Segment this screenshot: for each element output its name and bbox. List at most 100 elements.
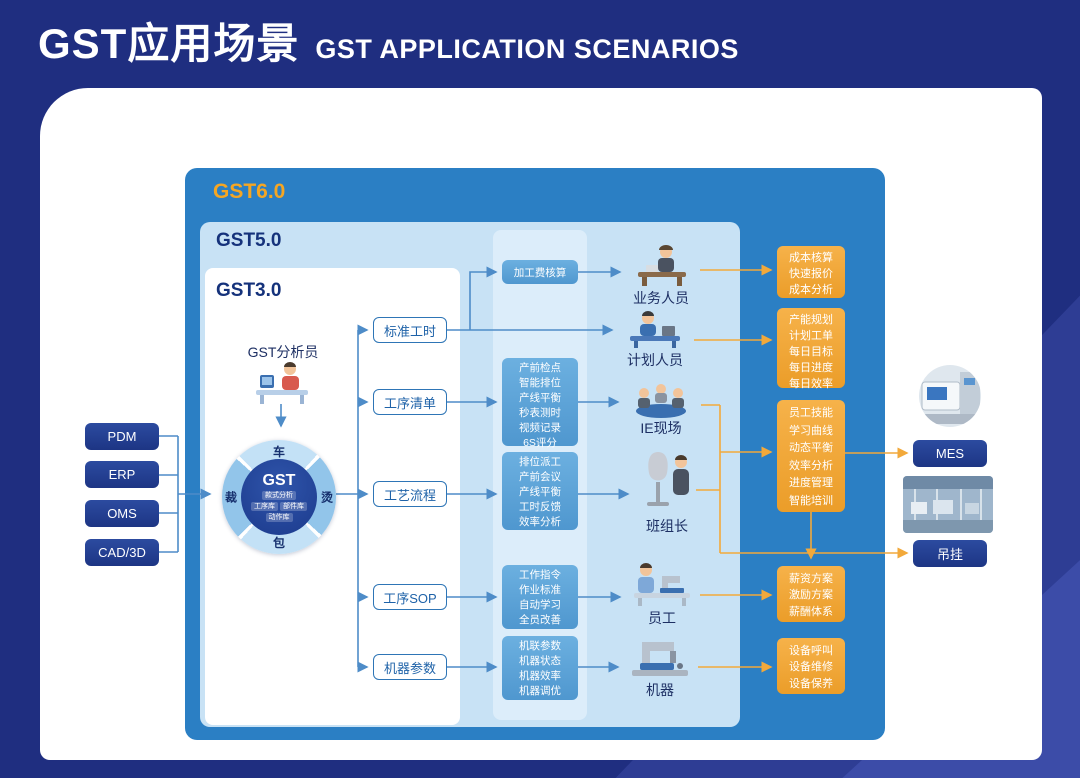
benefit-item: 快速报价 — [789, 268, 833, 280]
mes-photo — [918, 364, 982, 428]
benefit-item: 每日效率 — [789, 378, 833, 390]
mes-button[interactable]: MES — [913, 440, 987, 467]
page-title-zh: GST应用场景 — [38, 20, 300, 67]
processing-fee-box: 加工费核算 — [502, 260, 578, 284]
detail-item: 产线平衡 — [519, 486, 561, 498]
gst-wheel: GST 款式分析 工序库 部件库 动作库 车 烫 包 裁 — [222, 440, 336, 554]
ring-label-cut: 裁 — [225, 490, 238, 505]
ie-team-icon — [636, 384, 686, 418]
detail-item: 排位派工 — [519, 456, 561, 468]
business-person-icon — [638, 245, 686, 286]
output-button-standard-time[interactable]: 标准工时 — [373, 317, 447, 343]
output-button-process-list[interactable]: 工序清单 — [373, 389, 447, 415]
process-flow-detail-box: 排位派工 产前会议 产线平衡 工时反馈 效率分析 — [502, 452, 578, 530]
input-button-erp[interactable]: ERP — [85, 461, 159, 488]
detail-item: 视频记录 — [519, 422, 561, 434]
cost-benefit-box: 成本核算 快速报价 成本分析 — [777, 246, 845, 298]
worker-icon — [634, 563, 690, 606]
hanging-system-photo — [903, 476, 993, 533]
pdm-label: PDM — [107, 429, 137, 444]
process-list-detail-box: 产前检点 智能排位 产线平衡 秒表测时 视频记录 6S评分 — [502, 358, 578, 449]
benefit-item: 员工技能 — [789, 407, 833, 420]
benefit-item: 成本分析 — [789, 284, 833, 296]
wheel-item-motion-lib: 动作库 — [265, 512, 293, 522]
gst5-version-label: GST5.0 — [216, 230, 282, 251]
page-title-en: GST APPLICATION SCENARIOS — [315, 34, 739, 64]
analyst-icon — [256, 362, 308, 404]
detail-item: 秒表测时 — [519, 407, 561, 419]
machine-icon — [632, 642, 688, 676]
detail-item: 机器调优 — [519, 685, 561, 697]
benefit-item: 设备保养 — [789, 677, 833, 690]
ring-label-iron: 烫 — [320, 490, 333, 505]
output-button-process-flow[interactable]: 工艺流程 — [373, 481, 447, 507]
sop-detail-box: 工作指令 作业标准 自动学习 全员改善 — [502, 565, 578, 629]
gst-wheel-title: GST — [262, 471, 296, 489]
machine-params-label: 机器参数 — [383, 660, 436, 676]
detail-item: 机器效率 — [519, 670, 561, 682]
role-label-worker: 员工 — [648, 610, 676, 626]
analyst-label: GST分析员 — [247, 344, 319, 360]
role-label-team-leader: 班组长 — [646, 518, 688, 534]
ie-benefit-box: 员工技能 学习曲线 动态平衡 效率分析 进度管理 智能培训 — [777, 400, 845, 512]
output-button-machine-params[interactable]: 机器参数 — [373, 654, 447, 680]
hanging-system-button[interactable]: 吊挂 — [913, 540, 987, 567]
role-label-machine: 机器 — [646, 682, 674, 698]
input-button-cad3d[interactable]: CAD/3D — [85, 539, 159, 566]
erp-label: ERP — [108, 467, 136, 482]
benefit-item: 进度管理 — [789, 477, 833, 490]
wheel-item-part-lib: 部件库 — [280, 501, 307, 511]
detail-item: 机器状态 — [519, 655, 561, 667]
cad3d-label: CAD/3D — [98, 545, 146, 560]
benefit-item: 智能培训 — [789, 494, 833, 507]
gst6-version-label: GST6.0 — [213, 180, 286, 203]
detail-item: 效率分析 — [519, 516, 561, 528]
process-flow-label: 工艺流程 — [383, 487, 436, 503]
wheel-item-style-analysis: 款式分析 — [262, 490, 296, 500]
team-leader-icon — [647, 452, 689, 506]
machine-detail-box: 机联参数 机器状态 机器效率 机器调优 — [502, 636, 578, 700]
gst3-version-label: GST3.0 — [216, 280, 282, 301]
benefit-item: 计划工单 — [789, 330, 833, 342]
benefit-item: 成本核算 — [789, 252, 833, 264]
planning-benefit-box: 产能规划 计划工单 每日目标 每日进度 每日效率 — [777, 308, 845, 390]
detail-item: 机联参数 — [519, 640, 561, 652]
detail-item: 6S评分 — [523, 437, 557, 449]
standard-time-label: 标准工时 — [383, 323, 436, 339]
detail-item: 作业标准 — [519, 584, 561, 596]
equipment-benefit-box: 设备呼叫 设备维修 设备保养 — [777, 638, 845, 694]
detail-item: 智能排位 — [519, 377, 561, 389]
role-label-business: 业务人员 — [633, 290, 689, 306]
benefit-item: 动态平衡 — [789, 442, 833, 455]
process-sop-label: 工序SOP — [383, 590, 437, 606]
benefit-item: 设备维修 — [789, 661, 833, 673]
benefit-item: 产能规划 — [789, 314, 833, 326]
detail-item: 产线平衡 — [519, 392, 561, 404]
ring-label-sew: 车 — [272, 445, 286, 459]
detail-item: 工作指令 — [519, 569, 561, 581]
benefit-item: 设备呼叫 — [789, 644, 833, 657]
benefit-item: 每日目标 — [789, 346, 833, 358]
detail-item: 产前检点 — [519, 362, 561, 374]
benefit-item: 学习曲线 — [789, 424, 833, 437]
detail-item: 加工费核算 — [513, 266, 567, 279]
benefit-item: 薪资方案 — [789, 572, 833, 585]
ring-label-pack: 包 — [272, 536, 286, 550]
benefit-item: 薪酬体系 — [789, 605, 833, 618]
input-button-pdm[interactable]: PDM — [85, 423, 159, 450]
process-list-label: 工序清单 — [383, 395, 436, 411]
gst-wheel-hub: GST 款式分析 工序库 部件库 动作库 — [241, 459, 317, 535]
hanging-system-label: 吊挂 — [936, 547, 963, 562]
benefit-item: 激励方案 — [789, 589, 833, 601]
mes-label: MES — [935, 446, 965, 461]
detail-item: 全员改善 — [519, 614, 561, 626]
input-button-oms[interactable]: OMS — [85, 500, 159, 527]
detail-item: 产前会议 — [519, 471, 561, 483]
detail-item: 工时反馈 — [519, 501, 561, 513]
output-button-process-sop[interactable]: 工序SOP — [373, 584, 447, 610]
role-label-ie-site: IE现场 — [640, 420, 682, 436]
page-header: GST应用场景 GST APPLICATION SCENARIOS — [38, 10, 739, 71]
benefit-item: 效率分析 — [789, 459, 833, 472]
oms-label: OMS — [107, 506, 137, 521]
